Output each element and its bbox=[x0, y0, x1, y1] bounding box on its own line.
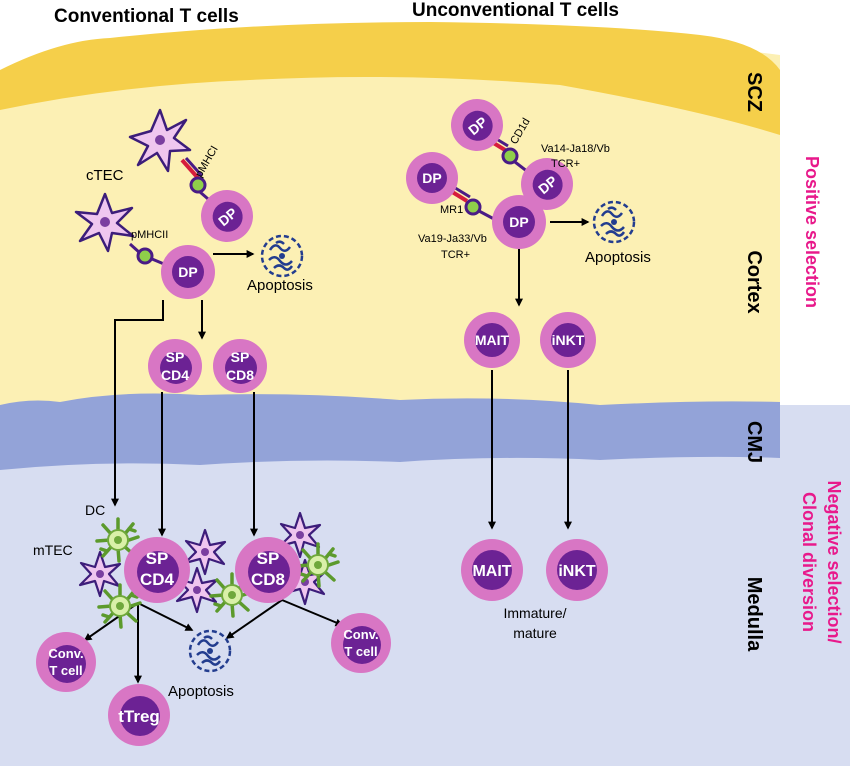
tcr-label-va14: TCR+ bbox=[551, 158, 580, 170]
conv-tcell-right: Conv. T cell bbox=[331, 613, 391, 673]
cd8-label: CD8 bbox=[251, 570, 285, 589]
sp-cd4-medulla: SP CD4 bbox=[124, 537, 190, 603]
clonal-diversion-label: Clonal diversion bbox=[799, 491, 819, 633]
mait-label: MAIT bbox=[475, 332, 510, 348]
dp-cell-unconv-left: DP bbox=[406, 152, 458, 204]
dc-label: DC bbox=[85, 502, 105, 518]
inkt-cortex: iNKT bbox=[540, 312, 596, 368]
conv-label: Conv. bbox=[343, 627, 378, 642]
va14-label: Va14-Ja18/Vb bbox=[541, 143, 610, 155]
conv-tcell-left: Conv. T cell bbox=[36, 632, 96, 692]
mtec-label: mTEC bbox=[33, 542, 73, 558]
cd1d-complex bbox=[501, 147, 519, 165]
ttreg-cell: tTreg bbox=[108, 684, 170, 746]
sp-label: SP bbox=[231, 349, 250, 365]
sp-cd4-cortex: SP CD4 bbox=[148, 339, 202, 393]
dc-cell bbox=[295, 542, 340, 588]
inkt-medulla: iNKT bbox=[546, 539, 608, 601]
zone-label-scz: SCZ bbox=[743, 72, 765, 112]
dp-cell-unconv-main: DP bbox=[492, 195, 546, 249]
mr1-complex bbox=[464, 198, 482, 216]
cd4-label: CD4 bbox=[161, 367, 189, 383]
zone-label-cortex: Cortex bbox=[743, 250, 765, 314]
cd4-label: CD4 bbox=[140, 570, 175, 589]
mr1-label: MR1 bbox=[440, 204, 463, 216]
arrow-spcd4-to-apoptosis bbox=[137, 602, 194, 631]
mait-medulla: MAIT bbox=[461, 539, 523, 601]
dp-label: DP bbox=[422, 170, 441, 186]
sp-label: SP bbox=[166, 349, 185, 365]
inkt-label: iNKT bbox=[552, 332, 585, 348]
ctec-cell-top bbox=[128, 108, 192, 173]
apoptosis-label-right: Apoptosis bbox=[585, 249, 651, 266]
pmhcii-complex bbox=[136, 247, 154, 265]
sp-cd8-cortex: SP CD8 bbox=[213, 339, 267, 393]
mait-label: MAIT bbox=[472, 563, 511, 580]
zone-label-medulla: Medulla bbox=[743, 576, 765, 652]
ctec-cell-left bbox=[74, 192, 135, 253]
dp-cell-top: DP bbox=[201, 190, 253, 242]
immature-label: Immature/ bbox=[503, 605, 566, 621]
apoptosis-label-medulla: Apoptosis bbox=[168, 683, 234, 700]
sp-cd8-medulla: SP CD8 bbox=[235, 537, 301, 603]
positive-selection-label: Positive selection bbox=[802, 155, 822, 309]
pmhcii-label: pMHCII bbox=[131, 229, 168, 241]
negative-selection-label: Negative selection/ bbox=[824, 480, 844, 644]
tcell-label: T cell bbox=[344, 644, 377, 659]
arrow-spcd8-to-apoptosis bbox=[225, 599, 283, 639]
zone-label-cmj: CMJ bbox=[743, 420, 765, 464]
sp-label: SP bbox=[257, 549, 280, 568]
title-unconventional: Unconventional T cells bbox=[412, 0, 619, 21]
va19-label: Va19-Ja33/Vb bbox=[418, 233, 487, 245]
apoptosis-label-left: Apoptosis bbox=[247, 277, 313, 294]
cd8-label: CD8 bbox=[226, 367, 254, 383]
cmj-band bbox=[0, 393, 780, 470]
ttreg-label: tTreg bbox=[118, 707, 160, 726]
dp-label: DP bbox=[178, 264, 197, 280]
mature-label: mature bbox=[513, 625, 557, 641]
inkt-label: iNKT bbox=[558, 563, 596, 580]
dp-cell-unconv-top: DP bbox=[451, 99, 503, 151]
title-conventional: Conventional T cells bbox=[54, 6, 239, 27]
dp-label: DP bbox=[509, 214, 528, 230]
ctec-label: cTEC bbox=[86, 167, 124, 184]
conv-label: Conv. bbox=[48, 646, 83, 661]
sp-label: SP bbox=[146, 549, 169, 568]
dp-cell-unconv-right: DP bbox=[521, 157, 573, 210]
tcr-label-va19: TCR+ bbox=[441, 249, 470, 261]
arrow-dp-to-dc bbox=[111, 300, 164, 507]
arrow-to-conv-right bbox=[281, 599, 344, 627]
pmhci-complex bbox=[189, 176, 207, 194]
mait-cortex: MAIT bbox=[464, 312, 520, 368]
scz-band bbox=[0, 22, 780, 135]
dp-cell-mid: DP bbox=[161, 245, 215, 299]
tcell-label: T cell bbox=[49, 663, 82, 678]
